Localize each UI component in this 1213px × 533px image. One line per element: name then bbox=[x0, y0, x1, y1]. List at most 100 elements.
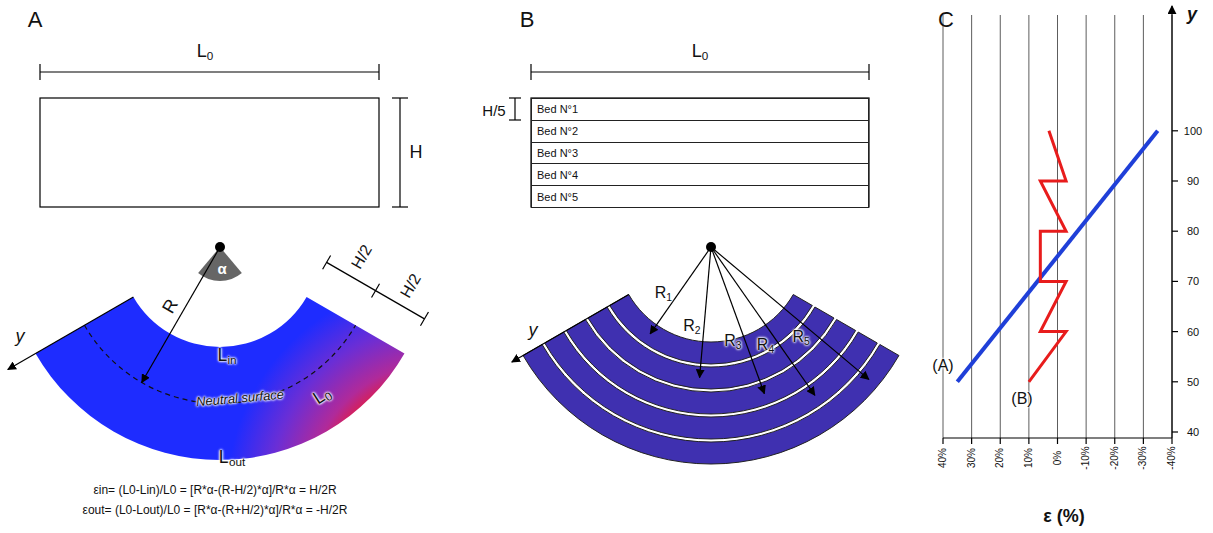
axis-title: ε (%) bbox=[1043, 507, 1085, 525]
panel-letter: A bbox=[28, 9, 43, 31]
tick-label: -10% bbox=[1081, 446, 1091, 469]
axis-tick bbox=[1171, 438, 1172, 444]
dimension-tick bbox=[509, 119, 521, 120]
dimension-tick bbox=[530, 64, 531, 80]
radius-label: R bbox=[159, 296, 181, 316]
angle-label: α bbox=[217, 261, 226, 276]
tick-label: 70 bbox=[1187, 276, 1199, 287]
dimension-tick bbox=[378, 64, 379, 80]
bed-label: Bed N°1 bbox=[532, 103, 578, 115]
radius-label: R4 bbox=[757, 337, 774, 355]
dimension-label: H/2 bbox=[349, 243, 375, 273]
grid-line bbox=[971, 15, 972, 438]
x-axis bbox=[943, 437, 1172, 438]
tick-label: -30% bbox=[1138, 446, 1148, 469]
bed-label: Bed N°2 bbox=[532, 125, 578, 137]
bed-box: Bed N°3 bbox=[531, 142, 869, 165]
axis-tick bbox=[1172, 180, 1178, 181]
dimension-tick bbox=[420, 312, 428, 326]
grid-line bbox=[1000, 15, 1001, 438]
axis-tick bbox=[1172, 281, 1178, 282]
dimension-line bbox=[399, 98, 400, 207]
axis-tick bbox=[1172, 381, 1178, 382]
layer-block bbox=[40, 98, 379, 207]
dimension-line bbox=[327, 262, 425, 319]
series-label: (B) bbox=[1011, 391, 1032, 407]
dimension-label: L0 bbox=[197, 42, 214, 62]
axis-tick bbox=[1086, 438, 1087, 444]
tick-label: 20% bbox=[995, 448, 1005, 468]
strain-line-a bbox=[957, 131, 1157, 382]
radius-label: R3 bbox=[724, 333, 741, 351]
grid-line bbox=[1143, 15, 1144, 438]
tick-label: 40% bbox=[938, 448, 948, 468]
tick-label: 50 bbox=[1187, 376, 1199, 387]
axis-label: y bbox=[529, 321, 538, 339]
axis-label: y bbox=[16, 327, 25, 345]
bed-label: Bed N°5 bbox=[532, 191, 578, 203]
formula: εin= (L0-Lin)/L0 = [R*α-(R-H/2)*α]/R*α =… bbox=[93, 484, 336, 496]
dimension-label: H/2 bbox=[398, 271, 424, 301]
dimension-tick bbox=[323, 255, 331, 269]
radius-arrow bbox=[711, 247, 869, 379]
axis-tick bbox=[1172, 130, 1178, 131]
dimension-line bbox=[514, 98, 515, 120]
axis-tick bbox=[1172, 231, 1178, 232]
dimension-line bbox=[531, 71, 869, 72]
formula: εout= (L0-Lout)/L0 = [R*α-(R+H/2)*α]/R*α… bbox=[83, 504, 348, 516]
radius-label: R2 bbox=[683, 318, 700, 336]
tick-label: -20% bbox=[1110, 446, 1120, 469]
dimension-tick bbox=[392, 97, 408, 98]
tick-label: 10% bbox=[1024, 448, 1034, 468]
dimension-tick bbox=[372, 284, 380, 298]
axis-tick bbox=[1172, 431, 1178, 432]
tick-label: -40% bbox=[1167, 446, 1177, 469]
grid-line bbox=[1086, 15, 1087, 438]
dimension-tick bbox=[39, 64, 40, 80]
bed-box: Bed N°4 bbox=[531, 163, 869, 186]
radius-arrow bbox=[142, 247, 220, 383]
dimension-label: L0 bbox=[692, 42, 709, 62]
axis-tick bbox=[1114, 438, 1115, 444]
dimension-label: H bbox=[410, 143, 423, 161]
length-label: Lout bbox=[219, 448, 245, 468]
grid-line bbox=[1057, 15, 1058, 438]
axis-tick bbox=[1172, 331, 1178, 332]
bed-label: Bed N°4 bbox=[532, 169, 578, 181]
grid-line bbox=[1028, 15, 1029, 438]
tick-label: 60 bbox=[1187, 326, 1199, 337]
angle-sector bbox=[198, 247, 242, 281]
axis-tick bbox=[1028, 438, 1029, 444]
bent-bed bbox=[523, 345, 899, 465]
axis-tick bbox=[1057, 438, 1058, 444]
series-label: (A) bbox=[932, 358, 953, 374]
dimension-tick bbox=[509, 97, 521, 98]
grid-line bbox=[943, 15, 944, 438]
bed-box: Bed N°1 bbox=[531, 98, 869, 121]
dimension-tick bbox=[392, 206, 408, 207]
tick-label: 100 bbox=[1184, 125, 1202, 136]
axis-label: y bbox=[1187, 5, 1197, 23]
bed-box: Bed N°5 bbox=[531, 185, 869, 208]
bed-box: Bed N°2 bbox=[531, 120, 869, 143]
radius-arrow bbox=[700, 247, 711, 378]
tick-label: 80 bbox=[1187, 226, 1199, 237]
axis-tick bbox=[971, 438, 972, 444]
bed-label: Bed N°3 bbox=[532, 147, 578, 159]
dimension-label: H/5 bbox=[482, 103, 505, 118]
length-label: Lin bbox=[217, 346, 236, 366]
y-axis bbox=[512, 295, 629, 363]
radius-label: R1 bbox=[655, 285, 672, 303]
strain-line-b bbox=[1029, 131, 1066, 382]
tick-label: 90 bbox=[1187, 176, 1199, 187]
dimension-line bbox=[40, 71, 379, 72]
layered-block bbox=[531, 98, 869, 207]
panel-letter: C bbox=[938, 9, 954, 31]
radius-label: R5 bbox=[792, 329, 809, 347]
panel-letter: B bbox=[520, 9, 535, 31]
radius-arrow bbox=[650, 247, 711, 334]
axis-tick bbox=[942, 438, 943, 444]
axis-tick bbox=[1143, 438, 1144, 444]
tick-label: 0% bbox=[1053, 451, 1063, 465]
grid-line bbox=[1114, 15, 1115, 438]
